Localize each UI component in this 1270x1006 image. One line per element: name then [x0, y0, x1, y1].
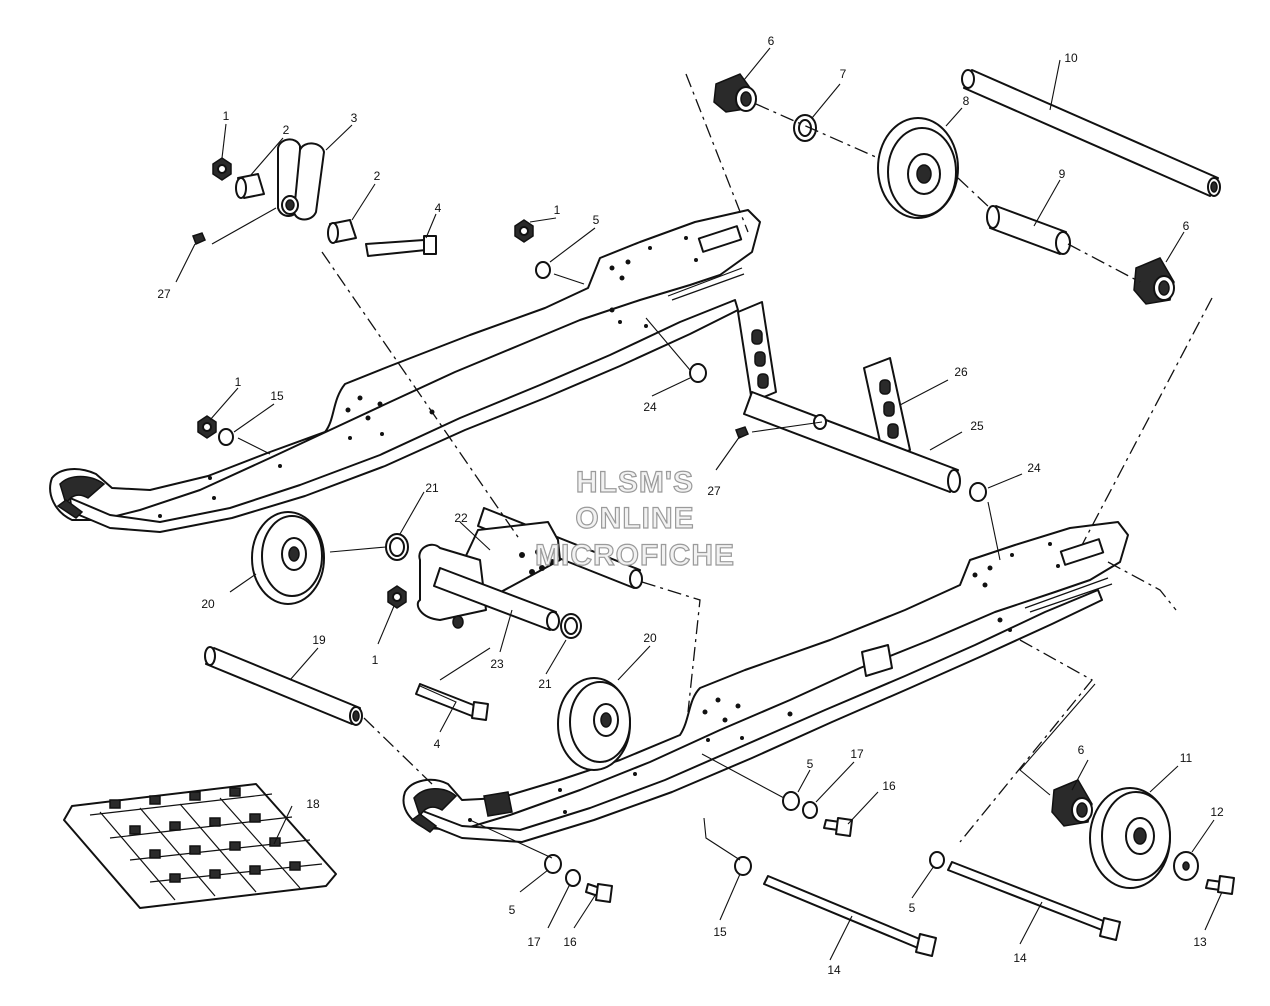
- part-11-rear-wheel: [1089, 787, 1171, 889]
- callout-label: 20: [201, 597, 215, 611]
- rail-right-holes: [468, 542, 1060, 822]
- part-6-bottom-cap: [1051, 779, 1093, 827]
- callout-label: 4: [434, 737, 441, 751]
- part-6-top-cap: [713, 73, 757, 113]
- watermark-line-2: ONLINE: [575, 502, 694, 535]
- part-16-bolt-b1: [585, 883, 613, 903]
- part-25-cross-shaft: [743, 391, 961, 493]
- callout-label: 14: [827, 963, 841, 977]
- callout-label: 27: [707, 484, 721, 498]
- part-20-wheel-lower: [557, 677, 631, 771]
- part-20-wheel-upper: [251, 511, 325, 605]
- part-14-axle-left: [763, 875, 937, 957]
- part-17-washer-b1: [565, 869, 581, 887]
- callout-label: 21: [425, 481, 439, 495]
- callout-label: 2: [374, 169, 381, 183]
- part-18-track-clips: [63, 783, 337, 909]
- part-3-link-plates: [277, 138, 325, 221]
- callout-label: 12: [1210, 805, 1224, 819]
- part-2-bushing-top: [235, 173, 265, 199]
- watermark: HLSM'S ONLINE MICROFICHE: [534, 465, 735, 572]
- callout-label: 3: [351, 111, 358, 125]
- watermark-line-3: MICROFICHE: [535, 539, 735, 572]
- part-5-washer-mid: [535, 261, 551, 279]
- part-1-nut-left: [197, 415, 217, 439]
- callout-label: 20: [643, 631, 657, 645]
- part-2-bushing-mid: [327, 219, 357, 244]
- part-4-bolt-top: [365, 235, 437, 257]
- rail-left-holes: [158, 236, 698, 518]
- callout-label: 2: [283, 123, 290, 137]
- alignment-lines: [321, 73, 1213, 843]
- callout-label: 24: [643, 400, 657, 414]
- callout-label: 16: [882, 779, 896, 793]
- callout-label: 14: [1013, 951, 1027, 965]
- part-1-nut-top: [212, 157, 232, 181]
- part-5-washer-b1: [544, 854, 562, 874]
- callout-label: 1: [554, 203, 561, 217]
- callout-label: 22: [454, 511, 468, 525]
- callout-label: 4: [435, 201, 442, 215]
- callout-label: 7: [840, 67, 847, 81]
- part-4-bolt-lower: [415, 683, 489, 721]
- callout-label: 6: [768, 34, 775, 48]
- callout-label: 5: [593, 213, 600, 227]
- callout-label: 25: [970, 419, 984, 433]
- callout-label: 23: [490, 657, 504, 671]
- part-5-washer-b3: [929, 851, 945, 869]
- callout-label: 10: [1064, 51, 1078, 65]
- callout-label: 1: [235, 375, 242, 389]
- part-17-washer-b2: [802, 801, 818, 819]
- part-5-washer-b2: [782, 791, 800, 811]
- callout-label: 18: [306, 797, 320, 811]
- part-22-23-bogie-arm: [416, 507, 643, 631]
- callout-label: 9: [1059, 167, 1066, 181]
- callout-label: 21: [538, 677, 552, 691]
- part-26-brackets: [737, 301, 911, 461]
- callout-label: 19: [312, 633, 326, 647]
- callout-label: 1: [223, 109, 230, 123]
- part-24-washer-a: [689, 363, 707, 383]
- callout-label: 5: [509, 903, 516, 917]
- callout-label: 1: [372, 653, 379, 667]
- callout-label: 26: [954, 365, 968, 379]
- callout-label: 15: [713, 925, 727, 939]
- callout-label: 15: [270, 389, 284, 403]
- part-27-grease-center: [735, 426, 749, 440]
- part-14-axle-right: [947, 861, 1121, 941]
- part-15-washer-b: [734, 856, 752, 876]
- callout-label: 24: [1027, 461, 1041, 475]
- callout-label: 6: [1078, 743, 1085, 757]
- callout-label: 8: [963, 94, 970, 108]
- part-16-bolt-b2: [823, 817, 853, 837]
- part-19-axle: [204, 646, 363, 726]
- callout-label: 13: [1193, 935, 1207, 949]
- rail-left: [49, 209, 761, 533]
- callout-label: 11: [1180, 751, 1193, 765]
- part-24-washer-b: [969, 482, 987, 502]
- callout-label: 17: [527, 935, 541, 949]
- leader-lines: [175, 47, 1223, 961]
- part-27-grease-top: [192, 232, 206, 246]
- part-9-spacer: [986, 205, 1071, 255]
- part-1-nut-mid: [514, 219, 534, 243]
- watermark-line-1: HLSM'S: [576, 466, 694, 499]
- part-6-right-cap: [1133, 257, 1175, 305]
- callout-label: 16: [563, 935, 577, 949]
- part-13-bolt: [1205, 875, 1235, 895]
- callout-label: 5: [807, 757, 814, 771]
- part-8-idler-wheel: [877, 117, 959, 219]
- callout-label: 5: [909, 901, 916, 915]
- part-10-axle-tube: [961, 69, 1221, 197]
- rail-right: [402, 521, 1129, 843]
- callout-label: 27: [157, 287, 171, 301]
- callout-labels: 6 7 10 8 1 2 3 2 4 1 5 9 6 27 1 15 24 26…: [157, 34, 1224, 977]
- callout-label: 17: [850, 747, 864, 761]
- part-15-washer-left: [218, 428, 234, 446]
- callout-label: 6: [1183, 219, 1190, 233]
- part-1-nut-bogie: [387, 585, 407, 609]
